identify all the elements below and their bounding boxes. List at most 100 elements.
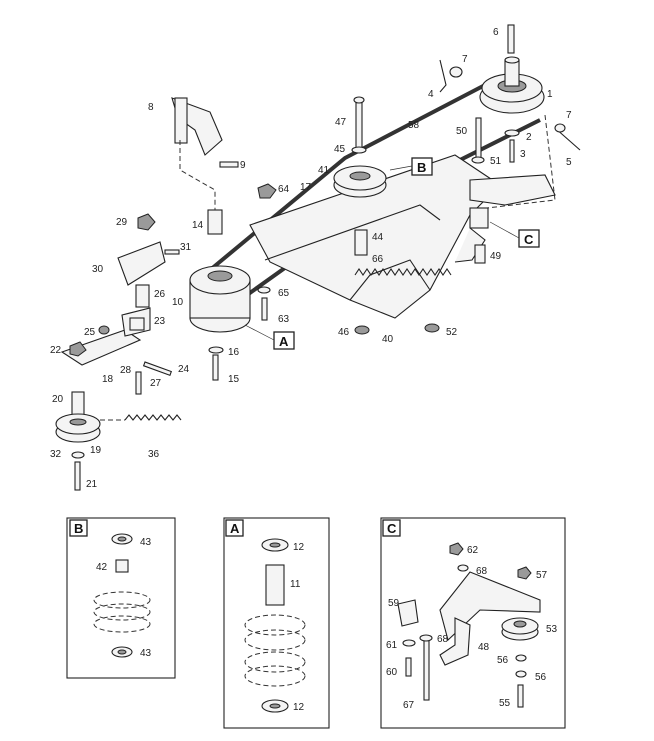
label-27: 27 (150, 378, 162, 389)
label-c-48: 48 (478, 642, 490, 653)
bolt-21 (74, 461, 81, 491)
svg-text:A: A (279, 334, 289, 349)
nut-52 (424, 323, 440, 333)
label-17: 17 (300, 182, 312, 193)
label-31: 31 (180, 242, 192, 253)
label-7b: 7 (566, 110, 572, 121)
label-29: 29 (116, 217, 128, 228)
label-45: 45 (334, 144, 346, 155)
label-c-56-bottom: 56 (535, 672, 547, 683)
frame-plate (249, 154, 501, 319)
label-28: 28 (120, 365, 132, 376)
bolt (509, 139, 515, 163)
svg-text:A: A (230, 521, 240, 536)
label-c-62: 62 (467, 545, 479, 556)
label-22: 22 (50, 345, 62, 356)
washer-51 (471, 156, 485, 164)
label-c-61: 61 (386, 640, 398, 651)
idler-arm-18 (60, 307, 151, 366)
label-49: 49 (490, 251, 502, 262)
label-3: 3 (520, 149, 526, 160)
label-41: 41 (318, 165, 330, 176)
svg-text:B: B (74, 521, 83, 536)
label-19: 19 (90, 445, 102, 456)
bolt-63 (261, 297, 268, 321)
bolt-50 (475, 117, 482, 159)
label-40: 40 (382, 334, 394, 345)
label-5: 5 (566, 157, 572, 168)
bracket-30 (117, 213, 166, 286)
belt-guide-left (439, 59, 463, 93)
washer-45 (351, 146, 367, 154)
washer-65 (257, 286, 271, 294)
label-63: 63 (278, 314, 290, 325)
label-51: 51 (490, 156, 502, 167)
label-b-43-bottom: 43 (140, 648, 152, 659)
label-9: 9 (240, 160, 246, 171)
label-32: 32 (50, 449, 62, 460)
label-25: 25 (84, 327, 96, 338)
label-8: 8 (148, 102, 154, 113)
svg-text:C: C (387, 521, 397, 536)
inset-a: A 12 11 12 (223, 517, 330, 729)
label-a-12-bottom: 12 (293, 702, 305, 713)
bolt-24 (142, 361, 173, 377)
nut-22 (69, 341, 87, 357)
washer-16 (208, 346, 224, 354)
label-c-56-top: 56 (497, 655, 509, 666)
spacer-20 (71, 391, 85, 417)
idler-arm-c (454, 174, 556, 264)
label-c-53: 53 (546, 624, 558, 635)
label-50: 50 (456, 126, 468, 137)
bolt-9 (219, 161, 239, 168)
inset-c: C 62 68 57 59 53 61 68 48 56 60 56 67 55 (380, 517, 566, 729)
callout-c: C (489, 221, 540, 248)
label-47: 47 (335, 117, 347, 128)
label-a-11: 11 (290, 579, 301, 590)
washer-32 (71, 451, 85, 459)
part-labels: 1 2 3 4 5 6 7 7 8 9 10 14 15 16 17 18 19… (50, 27, 572, 490)
engine-pulley (479, 56, 545, 114)
idler-pulley-b (333, 165, 387, 198)
label-c-68-top: 68 (476, 566, 488, 577)
spacer-26 (135, 284, 150, 308)
key (507, 24, 515, 54)
nut-46 (354, 325, 370, 335)
label-14: 14 (192, 220, 204, 231)
label-24: 24 (178, 364, 190, 375)
label-16: 16 (228, 347, 240, 358)
label-c-59: 59 (388, 598, 400, 609)
belt-guide-right (554, 123, 581, 151)
label-44: 44 (372, 232, 384, 243)
callout-a: A (244, 324, 295, 350)
inset-b: B 43 42 43 (66, 517, 176, 679)
label-20: 20 (52, 394, 64, 405)
label-46: 46 (338, 327, 350, 338)
bolt-27 (135, 371, 142, 395)
label-36: 36 (148, 449, 160, 460)
label-c-55: 55 (499, 698, 511, 709)
spring-36 (124, 414, 182, 421)
label-66: 66 (372, 254, 384, 265)
label-c-68-mid: 68 (437, 634, 449, 645)
label-21: 21 (86, 479, 98, 490)
label-c-67: 67 (403, 700, 415, 711)
label-18: 18 (102, 374, 114, 385)
label-10: 10 (172, 297, 184, 308)
label-65: 65 (278, 288, 290, 299)
label-7a: 7 (462, 54, 468, 65)
label-c-57: 57 (536, 570, 548, 581)
bolt-31 (164, 249, 180, 255)
label-58: 58 (408, 120, 420, 131)
label-15: 15 (228, 374, 240, 385)
spacer-44 (354, 229, 368, 256)
deck-pulley-a (189, 265, 251, 333)
label-6: 6 (493, 27, 499, 38)
pulley-19 (55, 413, 101, 443)
label-2: 2 (526, 132, 532, 143)
bracket-8 (171, 97, 223, 156)
spacer-14 (207, 209, 223, 235)
callout-b: B (389, 157, 433, 176)
label-1: 1 (547, 89, 553, 100)
